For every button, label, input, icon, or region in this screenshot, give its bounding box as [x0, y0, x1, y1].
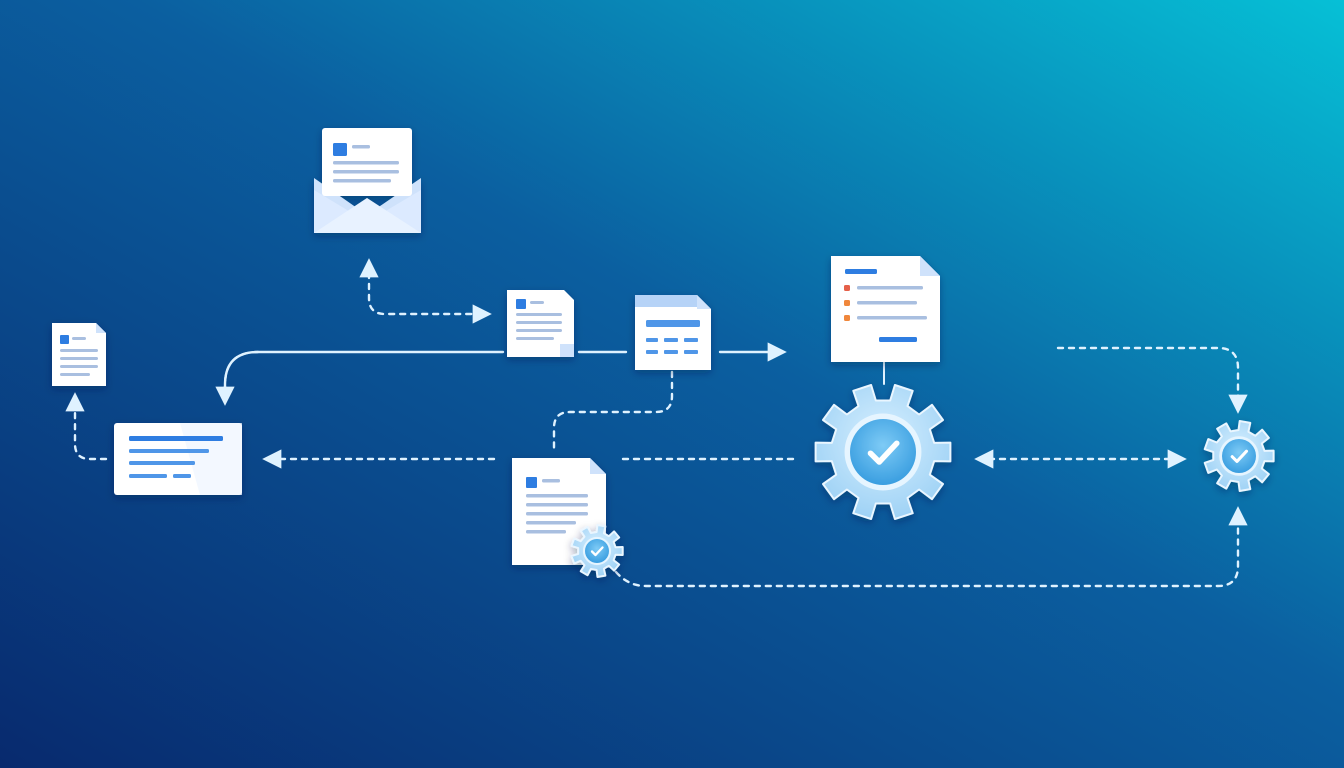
document-icon: [52, 323, 106, 386]
connector-doc-to-text-card: [215, 350, 505, 406]
connector-top-right-to-small-gear: [1056, 346, 1248, 414]
connector-form-to-verified-doc: [552, 370, 674, 450]
gear-group: [570, 384, 1275, 578]
connector-doc-to-text-card-dash: [223, 350, 260, 404]
document-icon: [507, 290, 574, 357]
form-document-icon: [635, 295, 711, 370]
connector-email-to-doc: [359, 258, 492, 324]
connector-verified-doc-to-small-gear: [614, 506, 1248, 588]
text-card-icon: [114, 423, 242, 495]
verified-doc-gear-badge-icon: [570, 524, 624, 578]
connector-text-card-to-small-doc: [65, 392, 108, 461]
connector-lines: [65, 258, 1248, 588]
small-gear-check-icon: [1203, 420, 1275, 492]
envelope-with-document-icon: [314, 128, 421, 233]
main-gear-check-icon: [814, 384, 952, 520]
checklist-document-icon: [831, 256, 940, 362]
